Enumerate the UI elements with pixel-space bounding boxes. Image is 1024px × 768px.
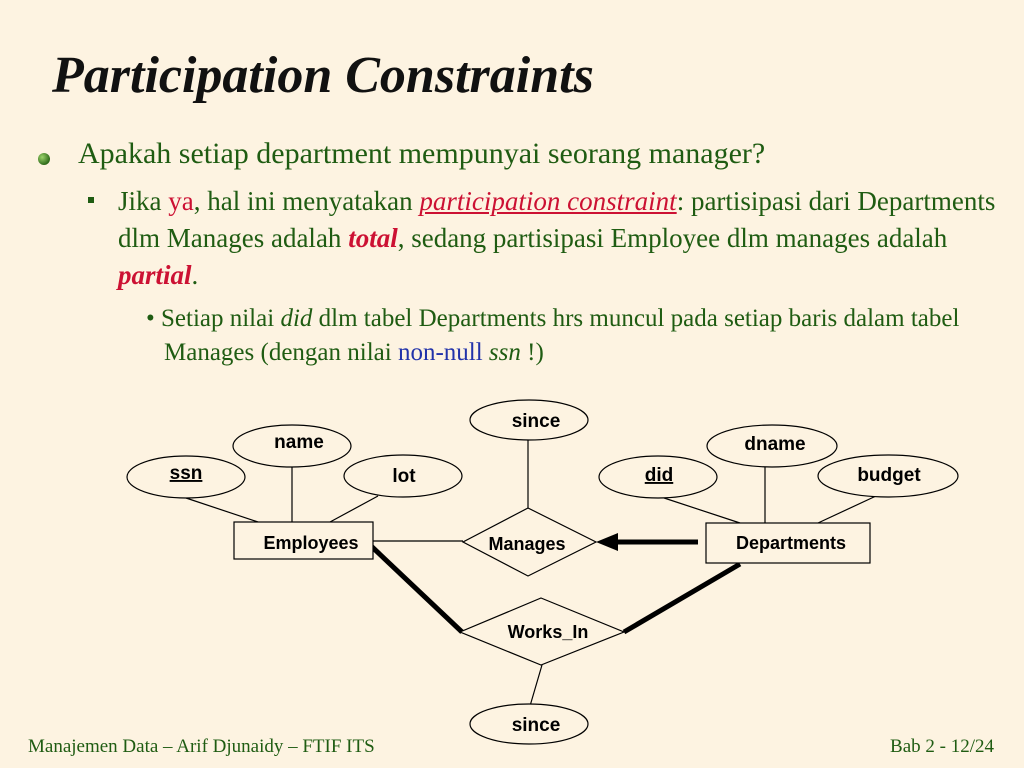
edge-employees-works-in-bold [368,543,464,634]
rel-works-in-label: Works_In [508,622,589,642]
keyword-ya: ya [168,186,194,216]
attr-since-bottom-label: since [512,715,561,736]
keyword-did: did [280,305,313,332]
entity-employees-label: Employees [263,533,358,553]
square-bullet-icon [88,197,94,203]
text-span: Jika [118,186,169,216]
keyword-non-null: non-null [397,339,483,366]
text-span: , sedang partisipasi Employee dlm manage… [397,223,948,253]
text-span: dlm tabel Departments hrs muncul pada se… [164,305,960,366]
edge-lot-employees [329,495,379,523]
entity-employees-box [233,521,374,560]
entity-departments-box [705,522,871,564]
attr-ssn-ellipse [126,455,246,499]
attr-name-ellipse [232,424,352,468]
slide-title: Participation Constraints [52,47,594,104]
entity-departments-label: Departments [736,533,846,553]
edge-did-departments [657,495,741,524]
attr-name-label: name [274,432,324,453]
attr-since-top-label: since [512,411,561,432]
footer-right: Bab 2 - 12/24 [890,736,994,757]
edge-departments-works-in-bold [622,561,742,635]
footer-left: Manajemen Data – Arif Djunaidy – FTIF IT… [28,736,375,757]
keyword-partial: partial [118,260,192,290]
attr-dname-ellipse [706,424,838,468]
attr-budget-ellipse [817,454,959,498]
text-span: . [191,260,199,290]
attr-did-label: did [645,465,674,486]
bullet-level-2: Jika ya, hal ini menyatakan participatio… [118,183,998,294]
edge-since-works-in [529,664,543,707]
rel-works-in-diamond [458,597,626,666]
attr-did-ellipse [598,455,718,499]
text-span: !) [520,339,544,366]
edge-budget-departments [817,495,877,524]
bullet-level-1: Apakah setiap department mempunyai seora… [78,137,766,170]
text-span: , hal ini menyatakan [193,186,420,216]
text-span: • Setiap nilai [146,305,281,332]
attr-ssn-label: ssn [170,463,203,484]
keyword-total: total [348,223,398,253]
keyword-ssn: ssn [488,339,521,366]
attr-since-bottom-ellipse [469,703,589,745]
term-participation-constraint: participation constraint [419,186,677,216]
attr-budget-label: budget [857,465,921,486]
attr-lot-label: lot [392,466,416,487]
text-span: : partisipasi dari Departments dlm Manag… [118,186,996,253]
edge-ssn-employees [185,497,259,523]
rel-manages-label: Manages [488,534,565,554]
rel-manages-diamond [461,507,598,577]
attr-since-top-ellipse [469,399,589,441]
arrow-head-icon [596,533,618,551]
attr-dname-label: dname [744,434,805,455]
bullet-level-3: • Setiap nilai did dlm tabel Departments… [146,302,1004,370]
bullet-ball-icon [38,153,50,165]
attr-lot-ellipse [343,454,463,498]
